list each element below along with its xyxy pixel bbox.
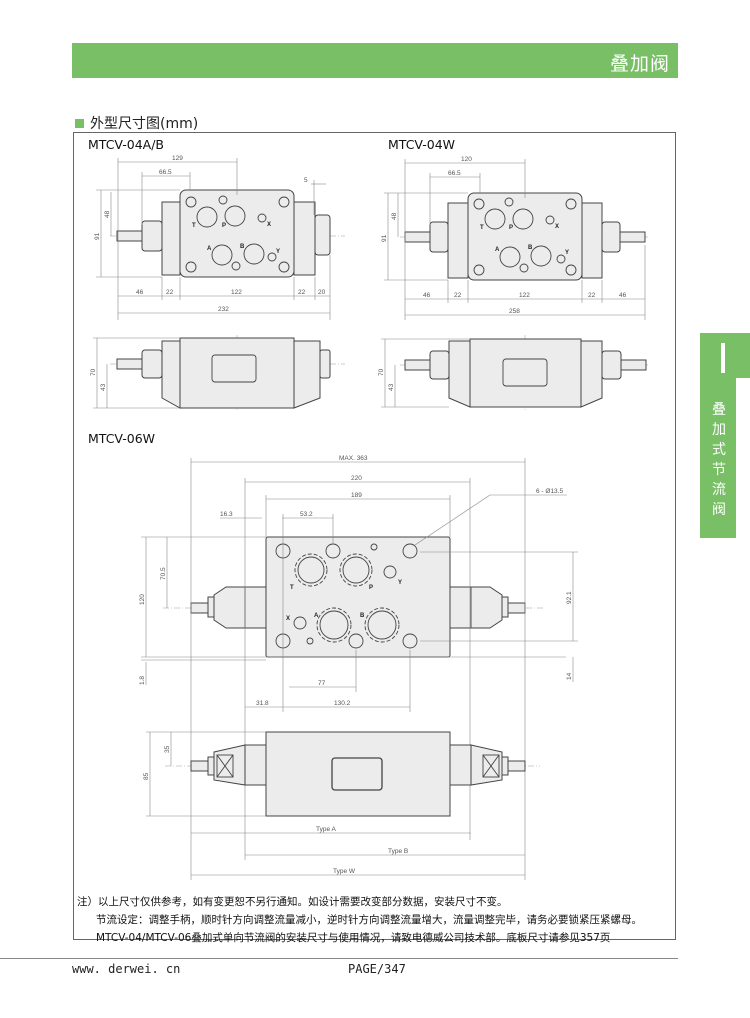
- dimension-label: 43: [388, 383, 395, 391]
- side-tab-label: 叠加式节流阀: [712, 402, 726, 518]
- dimension-label: 6 - Ø13.5: [536, 488, 563, 495]
- dimension-label: Type B: [388, 848, 408, 855]
- dimension-label: 232: [218, 306, 229, 313]
- port-label: B: [240, 244, 245, 250]
- dimension-label: Type W: [333, 868, 356, 875]
- note-1: 注）以上尺寸仅供参考，如有变更恕不另行通知。如设计需要改变部分数据，安装尺寸不变…: [77, 896, 508, 908]
- dimension-label: 122: [231, 289, 242, 296]
- dimension-label: 91: [94, 232, 101, 240]
- drawing-frame: [73, 132, 676, 940]
- dimension-label: 85: [143, 772, 150, 780]
- drawing-04ab-top: T P A B X Y 129 66.5 5 48 91 46 22 122 22 2…: [94, 155, 345, 320]
- dimension-label: 189: [351, 492, 362, 499]
- port-label: X: [267, 222, 271, 228]
- dimension-label: 31.8: [256, 700, 269, 707]
- dimension-label: 77: [318, 680, 326, 687]
- drawing-06w-side: 35 85 Type A Type B Type W: [143, 731, 540, 876]
- port-label: Y: [276, 249, 280, 255]
- dimension-label: 129: [172, 155, 183, 162]
- dimension-label: 70: [90, 368, 97, 376]
- model-title-06w: MTCV-06W: [88, 431, 156, 446]
- dimension-label: 16.3: [220, 511, 233, 518]
- dimension-label: 92.1: [566, 591, 573, 604]
- note-3: MTCV-04/MTCV-06叠加式单向节流阀的安装尺寸与使用情况，请致电德威公…: [96, 932, 611, 944]
- header-bar: 叠加阀: [72, 43, 678, 78]
- side-tab: [700, 333, 736, 538]
- footer-url[interactable]: www. derwei. cn: [72, 962, 181, 976]
- dimension-label: 130.2: [334, 700, 351, 707]
- notes: 注）以上尺寸仅供参考，如有变更恕不另行通知。如设计需要改变部分数据，安装尺寸不变…: [77, 893, 642, 947]
- drawing-04ab-side: 70 43: [90, 335, 345, 412]
- dimension-label: 66.5: [159, 169, 172, 176]
- port-label: B: [528, 245, 533, 251]
- port-label: X: [286, 616, 290, 622]
- dimension-label: 20: [318, 289, 326, 296]
- port-label: P: [369, 585, 373, 591]
- port-label: T: [192, 223, 196, 229]
- dimension-label: 5: [304, 177, 308, 184]
- drawing-04w-side: 70 43: [378, 335, 650, 412]
- section-heading: 外型尺寸图(mm): [75, 113, 198, 133]
- dimension-label: 22: [454, 292, 462, 299]
- port-label: T: [290, 585, 294, 591]
- port-label: A: [314, 613, 319, 619]
- dimension-label: 120: [139, 594, 146, 605]
- model-title-04w: MTCV-04W: [388, 137, 456, 152]
- dimension-label: 258: [509, 308, 520, 315]
- dimension-label: 120: [461, 156, 472, 163]
- dimension-label: Type A: [316, 826, 337, 833]
- dimension-label: 22: [166, 289, 174, 296]
- dimension-label: 70: [378, 368, 385, 376]
- dimension-label: 53.2: [300, 511, 313, 518]
- dimension-label: 46: [136, 289, 144, 296]
- note-2: 节流设定：调整手柄，顺时针方向调整流量减小，逆时针方向调整流量增大，流量调整完毕…: [96, 914, 642, 926]
- header-title: 叠加阀: [609, 53, 670, 75]
- port-label: T: [480, 225, 484, 231]
- port-label: Y: [398, 580, 402, 586]
- dimension-label: 91: [381, 234, 388, 242]
- page-number: PAGE/347: [348, 962, 406, 976]
- dimension-label: 48: [391, 212, 398, 220]
- port-label: P: [222, 223, 226, 229]
- port-label: A: [495, 247, 500, 253]
- dimension-label: 22: [298, 289, 306, 296]
- port-label: X: [555, 224, 559, 230]
- dimension-label: 35: [164, 745, 171, 753]
- section-title: 外型尺寸图(mm): [90, 116, 199, 132]
- dimension-label: 43: [100, 383, 107, 391]
- side-tab-marker: [721, 343, 725, 373]
- dimension-label: 220: [351, 475, 362, 482]
- port-label: Y: [565, 250, 569, 256]
- bullet-square-icon: [75, 118, 84, 128]
- dimension-label: 1.8: [139, 676, 146, 685]
- dimension-label: 22: [588, 292, 596, 299]
- drawing-06w-top: T P Y X A B MAX. 363 220 189 16.3 53.2 6 - …: [139, 455, 578, 880]
- port-label: P: [509, 225, 513, 231]
- port-label: A: [207, 246, 212, 252]
- dimension-label: 14: [566, 672, 573, 680]
- dimension-label: MAX. 363: [339, 455, 368, 462]
- footer-divider: [0, 958, 678, 959]
- dimension-label: 46: [423, 292, 431, 299]
- dimension-label: 70.5: [160, 567, 167, 580]
- dimension-label: 46: [619, 292, 627, 299]
- model-title-04ab: MTCV-04A/B: [88, 137, 164, 152]
- dimension-label: 48: [104, 210, 111, 218]
- dimension-label: 122: [519, 292, 530, 299]
- port-label: B: [360, 613, 365, 619]
- dimension-label: 66.5: [448, 170, 461, 177]
